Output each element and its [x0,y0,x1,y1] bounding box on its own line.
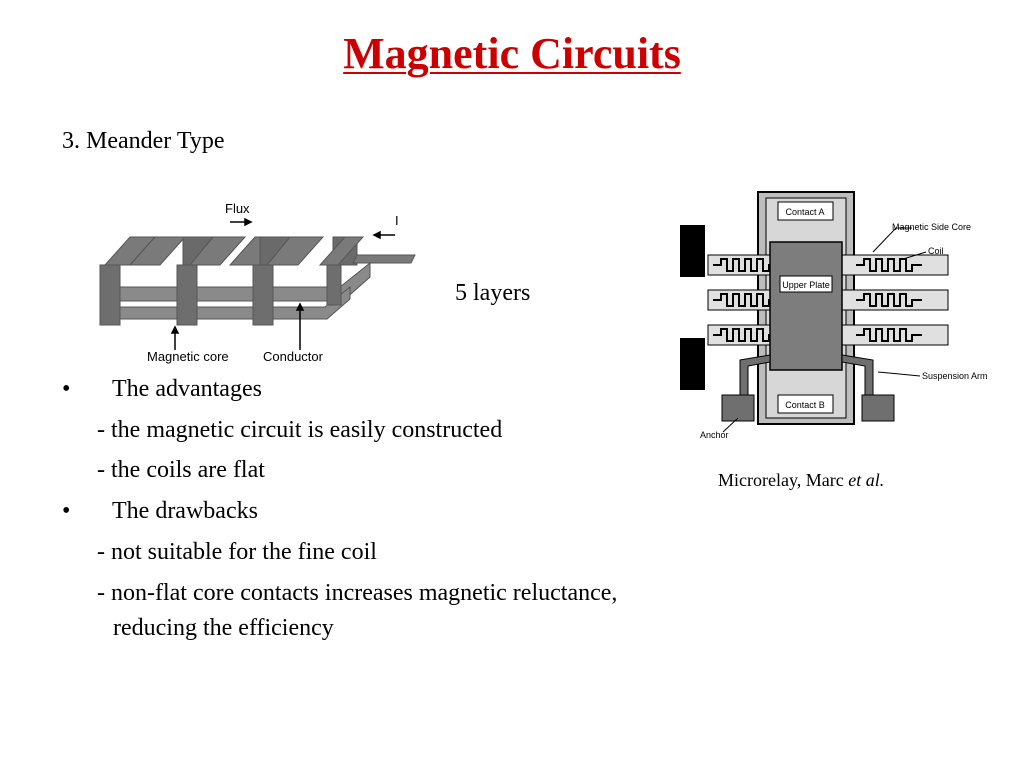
current-label: I [395,213,399,228]
contact-b-label: Contact B [785,400,825,410]
advantage-item: - the magnetic circuit is easily constru… [97,417,503,443]
subtitle: 3. Meander Type [62,128,225,154]
anchor-label: Anchor [700,430,729,440]
layers-note: 5 layers [455,280,531,306]
advantages-heading: The advantages [112,376,262,402]
drawback-item: - not suitable for the fine coil [97,539,377,565]
drawbacks-heading: The drawbacks [112,498,258,524]
suspension-arm-label: Suspension Arm [922,371,988,381]
conductor-label: Conductor [263,349,324,364]
meander-diagram: Flux I Magnetic core Conductor [95,195,425,367]
magnetic-side-core-label: Magnetic Side Core [892,222,971,232]
magnetic-core-label: Magnetic core [147,349,229,364]
drawback-item: - non-flat core contacts increases magne… [97,580,618,606]
advantages-bullet: • The advantages [62,376,262,403]
bullet-dot: • [62,498,71,524]
slide-title: Magnetic Circuits [343,29,681,78]
drawbacks-bullet: • The drawbacks [62,498,258,525]
contact-a-label: Contact A [785,207,824,217]
coil-label: Coil [928,246,944,256]
advantage-item: - the coils are flat [97,457,265,483]
figure-caption: Microrelay, Marc et al. [718,470,885,490]
upper-plate-label: Upper Plate [782,280,830,290]
drawback-item-continuation: reducing the efficiency [113,615,334,641]
bullet-dot: • [62,376,71,402]
flux-label: Flux [225,201,250,216]
microrelay-diagram: Contact A Contact B Upper Plate [678,190,988,442]
